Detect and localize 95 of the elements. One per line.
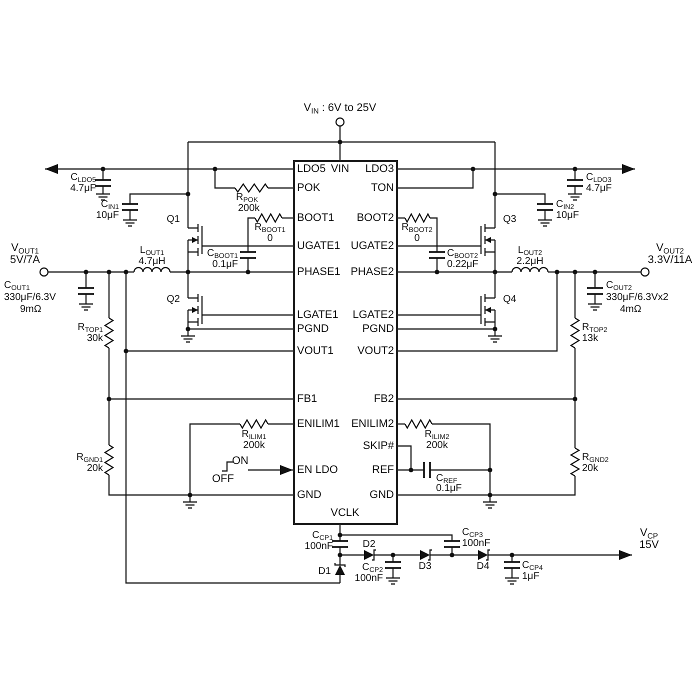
pin-label: POK — [297, 182, 320, 194]
component-label: C$_{OUT1}$ — [4, 280, 30, 291]
pin-label: ENILIM1 — [297, 418, 340, 430]
wire — [339, 126, 341, 160]
component-label: 2.2μH — [516, 256, 544, 267]
component-label: C$_{LDO3}$ — [586, 172, 612, 183]
component-label: 0 — [267, 233, 273, 244]
switch-label: OFF — [212, 473, 234, 485]
pin-label: LDO5 — [297, 163, 326, 175]
component-label: C$_{REF}$ — [436, 473, 458, 484]
component-label: 13k — [582, 333, 598, 344]
pin-label: BOOT2 — [356, 212, 394, 224]
pin-label: PGND — [297, 323, 329, 335]
pin-label: PHASE2 — [350, 266, 394, 278]
component-label: 330μF/6.3V — [4, 292, 56, 303]
component-label: 0 — [414, 233, 420, 244]
voltage-label: V$_{IN}$ : 6V to 25V — [302, 102, 378, 114]
component-label: 4.7μH — [138, 256, 166, 267]
component-label: 10μF — [556, 210, 579, 221]
pin-label: REF — [372, 464, 394, 476]
voltage-label: V$_{OUT1}$ 5V/7A — [9, 242, 41, 266]
component-label: C$_{IN2}$ — [556, 199, 574, 210]
component-label: 20k — [582, 463, 598, 474]
component-label: 330μF/6.3Vx2 — [606, 292, 668, 303]
component-label: 100nF — [354, 573, 383, 584]
component-label: 200k — [243, 440, 265, 451]
arrow — [45, 164, 293, 174]
ic-chip — [293, 160, 398, 525]
component-label: D1 — [318, 566, 331, 577]
component-label: R$_{POK}$ — [236, 192, 258, 203]
component-label: 9mΩ — [20, 304, 42, 315]
pin-label: VCLK — [330, 507, 360, 519]
component-label: 4.7μF — [586, 183, 612, 194]
component-label: L$_{OUT2}$ — [518, 245, 542, 256]
component-label: 0.1μF — [436, 483, 462, 494]
component-label: Q4 — [503, 294, 516, 305]
pin-label: VIN — [330, 163, 350, 175]
arrow — [248, 465, 293, 475]
component-label: R$_{TOP1}$ — [78, 322, 103, 333]
pin-label: FB1 — [297, 393, 318, 405]
switch-label: ON — [232, 455, 248, 467]
component-label: 100nF — [304, 541, 333, 552]
component-label: C$_{CP2}$ — [362, 562, 383, 573]
voltage-label: V$_{OUT2}$ 3.3V/11A — [646, 242, 694, 266]
pin-label: LGATE1 — [297, 309, 338, 321]
component-label: 200k — [426, 440, 448, 451]
pin-label: BOOT1 — [297, 212, 334, 224]
component-label: C$_{CP3}$ — [462, 527, 483, 538]
component-label: 1μF — [522, 571, 540, 582]
pin-label: UGATE2 — [350, 240, 394, 252]
component-label: C$_{BOOT1}$ — [207, 248, 238, 259]
component-label: D2 — [362, 539, 376, 550]
pin-label: ENILIM2 — [351, 418, 394, 430]
wire — [48, 271, 293, 352]
component-label: 4mΩ — [620, 304, 642, 315]
pin-label: TON — [370, 182, 394, 194]
component-label: 10μF — [96, 210, 119, 221]
component-label: 4.7μF — [70, 183, 96, 194]
component-label: R$_{ILIM2}$ — [424, 429, 450, 440]
wire — [398, 271, 641, 352]
component-label: Q2 — [166, 294, 180, 305]
pin-label: SKIP# — [362, 440, 394, 452]
component-label: D4 — [476, 561, 490, 572]
pin-label: GND — [370, 489, 394, 501]
component-label: Q1 — [166, 214, 180, 225]
arrow — [575, 550, 632, 560]
component-label: C$_{BOOT2}$ — [447, 248, 478, 259]
component-label: 0.1μF — [212, 259, 238, 270]
pin-label: FB2 — [374, 393, 394, 405]
component-label: C$_{CP4}$ — [522, 560, 543, 571]
component-label: R$_{ILIM1}$ — [242, 429, 266, 440]
component-label: C$_{LDO5}$ — [70, 172, 96, 183]
component-label: R$_{GND1}$ — [76, 452, 103, 463]
pin-label: PHASE1 — [297, 266, 340, 278]
pin-label: EN LDO — [297, 464, 338, 476]
pin-label: LGATE2 — [352, 309, 394, 321]
pin-label: VOUT2 — [357, 345, 394, 357]
component-label: 100nF — [462, 538, 490, 549]
pin-label: UGATE1 — [297, 240, 340, 252]
pin-label: VOUT1 — [297, 345, 334, 357]
arrow — [398, 164, 635, 174]
pin-label: LDO3 — [365, 163, 394, 175]
component-label: 200k — [238, 203, 260, 214]
component-label: 30k — [86, 333, 103, 344]
component-label: R$_{TOP2}$ — [582, 322, 608, 333]
voltage-label: V$_{CP}$ 15V — [638, 527, 660, 551]
pin-label: GND — [297, 489, 322, 501]
component-label: R$_{GND2}$ — [582, 452, 609, 463]
component-label: Q3 — [503, 214, 516, 225]
component-label: D3 — [418, 561, 432, 572]
component-label: L$_{OUT1}$ — [140, 245, 164, 256]
component-label: 0.22μF — [447, 259, 478, 270]
pin-label: PGND — [362, 323, 394, 335]
component-label: C$_{OUT2}$ — [606, 280, 632, 291]
component-label: 20k — [86, 463, 103, 474]
